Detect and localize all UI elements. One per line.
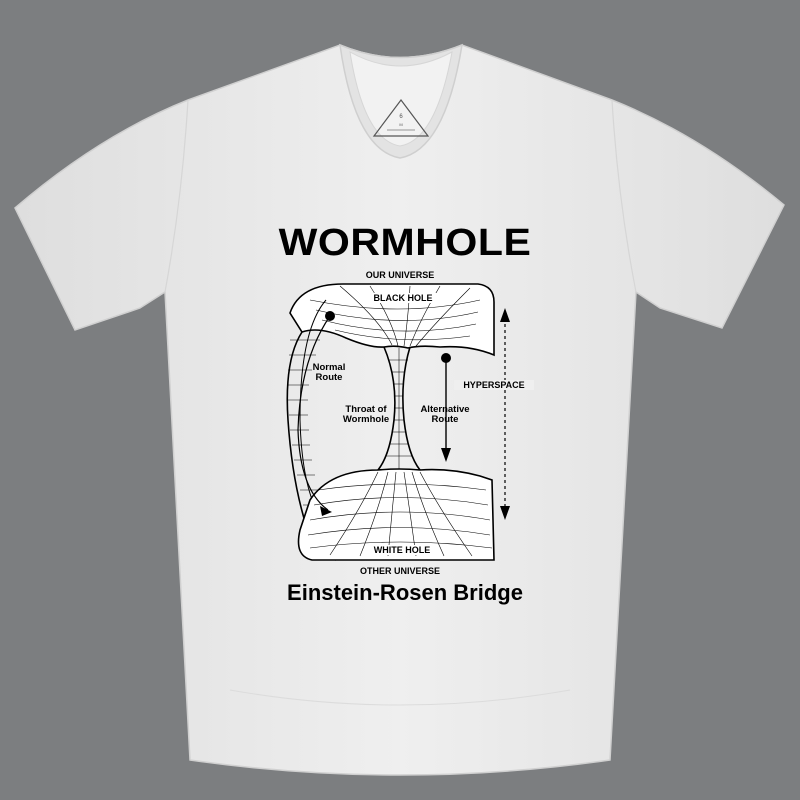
normal-route-line1: Normal — [312, 362, 346, 373]
throat-label: Throat of Wormhole — [336, 405, 396, 425]
our-universe-label: OUR UNIVERSE — [365, 270, 435, 280]
white-hole-label: WHITE HOLE — [366, 545, 438, 555]
alternative-line1: Alternative — [420, 404, 470, 415]
triangle-size-tag-icon: 6 M — [372, 99, 430, 137]
bridge-title: Einstein-Rosen Bridge — [287, 580, 523, 605]
throat-line1: Throat of — [345, 404, 387, 415]
black-hole-label: BLACK HOLE — [368, 293, 438, 303]
alternative-line2: Route — [431, 414, 459, 425]
alternative-route-label: Alternative Route — [412, 405, 478, 425]
print-title: WORMHOLE — [278, 222, 532, 264]
svg-text:M: M — [399, 122, 402, 127]
normal-route-label: Normal Route — [304, 363, 354, 383]
throat-line2: Wormhole — [342, 414, 390, 425]
normal-route-line2: Route — [315, 372, 343, 383]
hyperspace-label: HYPERSPACE — [454, 380, 534, 390]
svg-text:6: 6 — [399, 114, 403, 120]
other-universe-label: OTHER UNIVERSE — [359, 566, 440, 576]
wormhole-diagram — [286, 283, 510, 561]
